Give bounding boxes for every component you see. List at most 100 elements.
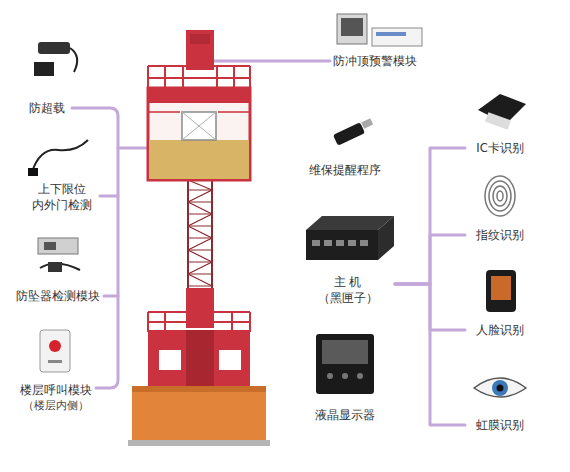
hoist-upper-cage bbox=[148, 88, 250, 180]
anti-topping-sensor-icon bbox=[376, 32, 406, 36]
iris-icon bbox=[474, 378, 526, 397]
lcd-display-icon bbox=[357, 373, 363, 379]
hoist-upper-cage bbox=[149, 89, 249, 103]
hoist-lower-cage bbox=[148, 312, 250, 332]
identify-label: 虹膜识别 bbox=[465, 416, 535, 434]
lcd-display-icon bbox=[316, 334, 374, 394]
hoist-base bbox=[128, 386, 270, 446]
floor-call-button-icon bbox=[49, 340, 61, 352]
fall-arrester-sensor-icon bbox=[44, 242, 56, 250]
leader-line bbox=[104, 295, 118, 298]
hoist-lower-cage bbox=[219, 350, 241, 370]
lcd-display-icon bbox=[342, 373, 348, 379]
identify-label: 指纹识别 bbox=[465, 226, 535, 244]
connector-line bbox=[395, 235, 465, 284]
hoist-upper-cage bbox=[148, 66, 250, 90]
connector-line bbox=[395, 148, 465, 284]
black-box-host-icon bbox=[336, 240, 344, 246]
fingerprint-icon bbox=[485, 176, 515, 216]
iris-icon bbox=[474, 378, 526, 397]
module-label: 楼层呼叫模块（楼层内侧） bbox=[8, 379, 103, 415]
overload-sensor-icon bbox=[34, 62, 54, 76]
hoist-upper-cage bbox=[149, 111, 249, 113]
black-box-host-icon bbox=[312, 240, 320, 246]
host-box: 主 机 （黑匣子） bbox=[300, 210, 395, 306]
label-text: 人脸识别 bbox=[476, 322, 524, 338]
fingerprint-icon bbox=[497, 191, 503, 201]
leader-line bbox=[72, 108, 118, 388]
label-text: 指纹识别 bbox=[476, 227, 524, 243]
hoist-lower-cage bbox=[159, 350, 181, 370]
usb-dongle-icon bbox=[333, 122, 365, 146]
anti-topping-sensor-icon bbox=[372, 28, 422, 46]
leader-line bbox=[72, 61, 330, 388]
usb-dongle-icon bbox=[333, 118, 373, 146]
overload-sensor-icon bbox=[38, 42, 70, 54]
fall-arrester-sensor-icon bbox=[38, 238, 78, 254]
black-box-host-icon bbox=[324, 240, 332, 246]
hoist-base bbox=[132, 386, 266, 440]
black-box-host-icon bbox=[360, 240, 368, 246]
label-text: 液晶显示器 bbox=[315, 407, 375, 423]
floor-call-button-icon bbox=[40, 330, 70, 372]
hoist-mast bbox=[188, 180, 212, 286]
connector-line bbox=[395, 284, 465, 425]
label-text: 主 机 （黑匣子） bbox=[312, 274, 384, 306]
black-box-host-icon bbox=[378, 216, 394, 260]
hoist-upper-cage bbox=[182, 112, 216, 140]
floor-call-button-icon bbox=[40, 330, 70, 372]
limit-switch-cable-icon bbox=[28, 140, 88, 176]
hoist-upper-cage bbox=[182, 112, 216, 140]
black-box-host-icon bbox=[306, 216, 394, 260]
hoist-mast bbox=[188, 178, 212, 290]
label-text: 维保提醒程序 bbox=[309, 162, 381, 178]
label-text: 上下限位 内外门检测 bbox=[27, 181, 97, 213]
fingerprint-icon bbox=[489, 181, 511, 211]
ic-card-reader-icon bbox=[478, 94, 526, 130]
hoist-base bbox=[128, 440, 270, 446]
overload-sensor-icon bbox=[70, 48, 77, 72]
hoist-lower-cage bbox=[148, 312, 250, 386]
module-label: 上下限位 内外门检测 bbox=[22, 180, 102, 214]
label-text: 楼层呼叫模块 bbox=[20, 382, 92, 398]
lcd-display-icon bbox=[327, 373, 333, 379]
anti-topping-sensor-icon bbox=[337, 14, 367, 44]
ic-card-reader-icon bbox=[485, 112, 511, 130]
anti-topping-sensor-icon bbox=[337, 14, 422, 46]
face-reader-icon bbox=[491, 276, 511, 300]
fingerprint-icon bbox=[493, 186, 507, 206]
lcd-display-icon bbox=[322, 340, 368, 364]
label-text: 防超载 bbox=[29, 100, 65, 116]
label-text: 防冲顶预警模块 bbox=[333, 53, 417, 69]
fall-arrester-sensor-icon bbox=[38, 238, 80, 272]
black-box-host-icon bbox=[348, 240, 356, 246]
iris-icon bbox=[497, 385, 504, 392]
label-text: 虹膜识别 bbox=[476, 417, 524, 433]
iris-icon bbox=[492, 380, 508, 396]
connector-line bbox=[395, 284, 465, 330]
identify-label: 人脸识别 bbox=[465, 321, 535, 339]
label-text: IC卡识别 bbox=[476, 140, 523, 156]
overload-sensor-icon bbox=[34, 42, 77, 76]
module-label: 防超载 bbox=[20, 99, 74, 117]
fall-arrester-sensor-icon bbox=[48, 262, 62, 272]
module-label: 液晶显示器 bbox=[298, 406, 392, 424]
usb-dongle-icon bbox=[361, 118, 373, 129]
black-box-host-icon bbox=[306, 230, 378, 260]
leader-line bbox=[214, 60, 330, 63]
label-text: 防坠器检测模块 bbox=[16, 288, 100, 304]
module-label: 维保提醒程序 bbox=[298, 161, 392, 179]
hoist-upper-cage bbox=[149, 140, 249, 179]
hoist-mast bbox=[188, 178, 212, 290]
anti-topping-sensor-icon bbox=[341, 18, 363, 36]
hoist-base bbox=[132, 386, 266, 392]
module-label: 防坠器检测模块 bbox=[10, 287, 105, 305]
hoist-lower-cage bbox=[186, 330, 214, 386]
face-reader-icon bbox=[486, 270, 516, 312]
face-reader-icon bbox=[486, 270, 516, 312]
fingerprint-icon bbox=[485, 176, 515, 216]
limit-switch-cable-icon bbox=[28, 168, 38, 176]
module-label: 防冲顶预警模块 bbox=[325, 53, 425, 70]
